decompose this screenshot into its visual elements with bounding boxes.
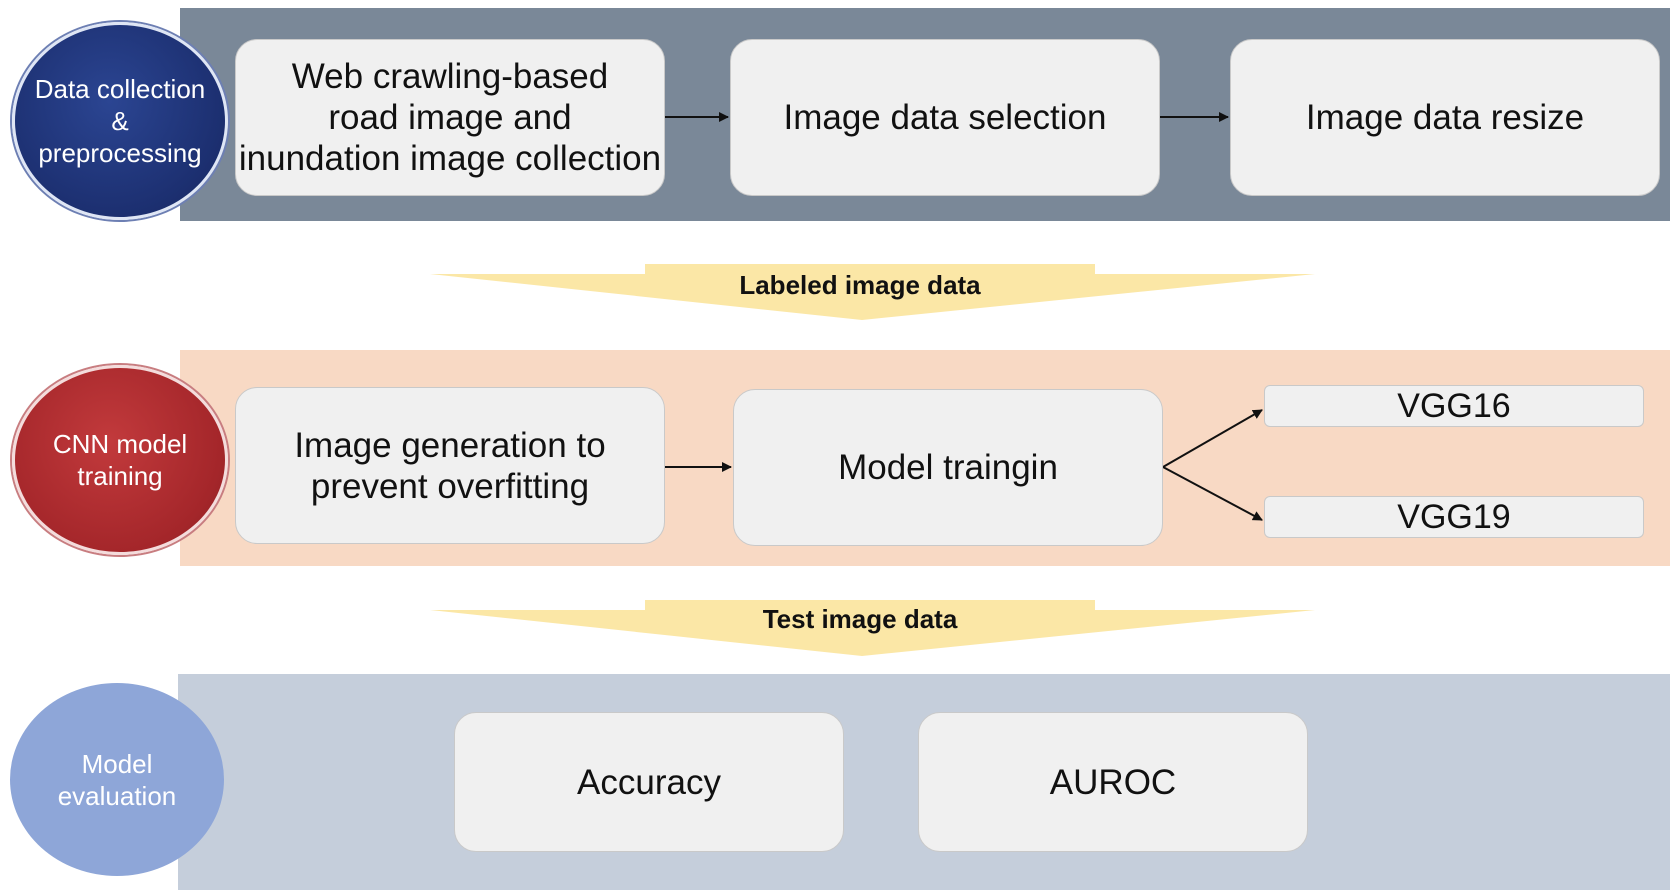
- labeled-data-label: Labeled image data: [739, 270, 981, 300]
- web-crawling-step: Web crawling-based road image and inunda…: [235, 39, 665, 196]
- accuracy-metric: Accuracy: [454, 712, 844, 852]
- vgg19-label: VGG19: [1397, 497, 1511, 536]
- auroc-metric: AUROC: [918, 712, 1308, 852]
- evaluation-stage-label: Model evaluation: [57, 748, 177, 811]
- test-data-chevron: [430, 600, 1315, 656]
- accuracy-label: Accuracy: [577, 762, 721, 802]
- auroc-label: AUROC: [1049, 762, 1177, 802]
- image-selection-step: Image data selection: [730, 39, 1160, 196]
- vgg16-model: VGG16: [1264, 385, 1644, 427]
- collection-stage-label: Data collection & preprocessing: [34, 74, 206, 168]
- evaluation-stage-circle: Model evaluation: [10, 683, 224, 876]
- test-data-label: Test image data: [762, 604, 958, 634]
- image-generation-label: Image generation to prevent overfitting: [294, 425, 606, 506]
- vgg19-model: VGG19: [1264, 496, 1644, 538]
- arrow-training-to-vgg16: [1162, 409, 1263, 468]
- image-generation-step: Image generation to prevent overfitting: [235, 387, 665, 544]
- image-selection-label: Image data selection: [783, 98, 1107, 137]
- arrow-training-to-vgg19: [1162, 466, 1263, 521]
- model-training-step: Model traingin: [733, 389, 1163, 546]
- vgg16-label: VGG16: [1397, 386, 1511, 425]
- training-stage-label: CNN model training: [52, 429, 188, 491]
- labeled-data-chevron: [430, 264, 1315, 320]
- training-stage-circle: CNN model training: [12, 365, 228, 555]
- image-resize-step: Image data resize: [1230, 39, 1660, 196]
- image-resize-label: Image data resize: [1305, 98, 1585, 137]
- model-training-label: Model traingin: [838, 448, 1058, 487]
- collection-stage-circle: Data collection & preprocessing: [12, 22, 228, 220]
- web-crawling-label: Web crawling-based road image and inunda…: [238, 57, 662, 178]
